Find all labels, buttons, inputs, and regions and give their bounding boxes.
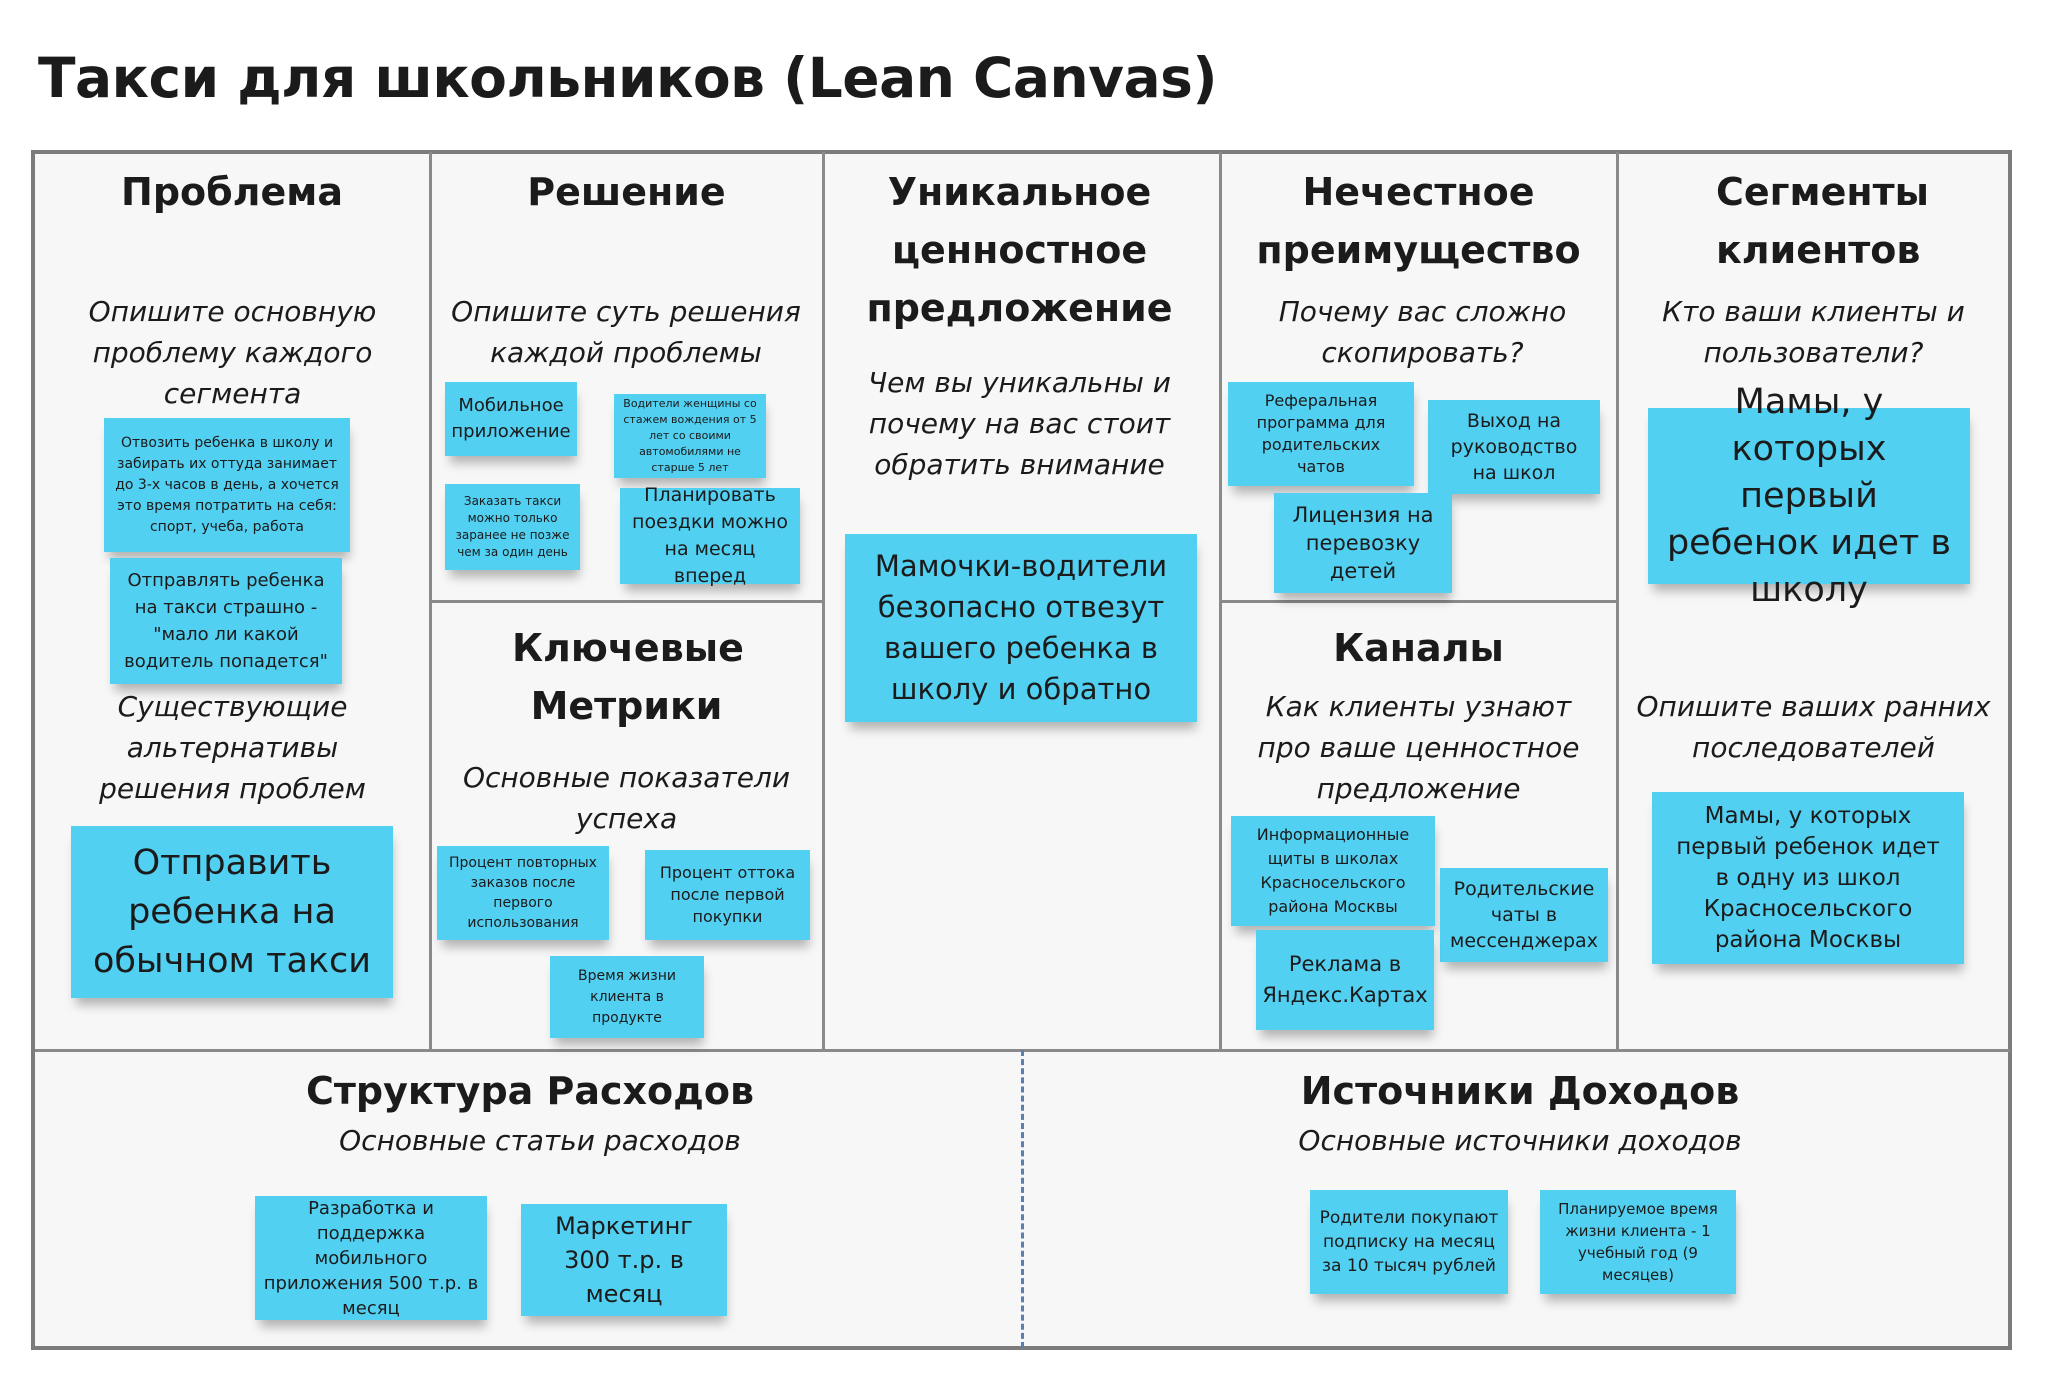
revenue-heading: Источники Доходов <box>1300 1069 1740 1113</box>
page-title: Такси для школьников (Lean Canvas) <box>38 46 1217 110</box>
solution-sticky[interactable]: Заказать такси можно только заранее не п… <box>445 484 580 570</box>
costs-sticky[interactable]: Разработка и поддержка мобильного прилож… <box>255 1196 487 1320</box>
problem-sticky[interactable]: Отвозить ребенка в школу и забирать их о… <box>104 418 350 552</box>
advantage-heading: Нечестное преимущество <box>1256 170 1581 272</box>
metrics-sticky[interactable]: Процент оттока после первой покупки <box>645 850 810 940</box>
metrics-sticky[interactable]: Время жизни клиента в продукте <box>550 956 704 1038</box>
channels-hint: Как клиенты узнают про ваше ценностное п… <box>1257 690 1580 805</box>
problem-sticky[interactable]: Отправлять ребенка на такси страшно - "м… <box>110 558 342 684</box>
solution-sticky[interactable]: Водители женщины со стажем вождения от 5… <box>614 394 766 478</box>
uvp-hint: Чем вы уникальны и почему на вас стоит о… <box>867 366 1171 481</box>
metrics-heading: Ключевые Метрики <box>512 626 744 728</box>
problem-alternative-sticky[interactable]: Отправить ребенка на обычном такси <box>71 826 393 998</box>
solution-hint: Опишите суть решения каждой проблемы <box>451 295 801 369</box>
early-adopters-hint: Опишите ваших ранних последователей <box>1636 690 1991 764</box>
channels-sticky[interactable]: Родительские чаты в мессенджерах <box>1440 868 1608 962</box>
channels-sticky[interactable]: Реклама в Яндекс.Картах <box>1256 930 1434 1030</box>
metrics-sticky[interactable]: Процент повторных заказов после первого … <box>437 846 609 940</box>
divider-problem-solution <box>429 152 432 1052</box>
revenue-sticky[interactable]: Планируемое время жизни клиента - 1 учеб… <box>1540 1190 1736 1294</box>
divider-solution-metrics <box>431 600 822 603</box>
divider-solution-uvp <box>822 152 825 1052</box>
problem-alternatives-hint: Существующие альтернативы решения пробле… <box>99 690 366 805</box>
channels-heading: Каналы <box>1333 626 1504 670</box>
costs-heading: Структура Расходов <box>305 1069 755 1113</box>
solution-heading: Решение <box>527 170 726 214</box>
metrics-hint: Основные показатели успеха <box>462 761 791 835</box>
uvp-sticky[interactable]: Мамочки-водители безопасно отвезут вашег… <box>845 534 1197 722</box>
divider-advantage-segments <box>1616 152 1619 1052</box>
solution-sticky[interactable]: Мобильное приложение <box>445 382 577 456</box>
early-adopters-sticky[interactable]: Мамы, у которых первый ребенок идет в од… <box>1652 792 1964 964</box>
solution-sticky[interactable]: Планировать поездки можно на месяц впере… <box>620 484 800 587</box>
revenue-hint: Основные источники доходов <box>1298 1124 1742 1157</box>
segments-hint: Кто ваши клиенты и пользователи? <box>1662 295 1965 369</box>
problem-hint: Опишите основную проблему каждого сегмен… <box>88 295 377 410</box>
segments-heading: Сегменты клиентов <box>1716 170 1929 272</box>
problem-heading: Проблема <box>121 170 343 214</box>
costs-hint: Основные статьи расходов <box>339 1124 741 1157</box>
divider-costs-revenue <box>1021 1050 1024 1348</box>
channels-sticky[interactable]: Информационные щиты в школах Красносельс… <box>1231 816 1435 926</box>
advantage-sticky[interactable]: Выход на руководство на школ <box>1428 400 1600 494</box>
advantage-sticky[interactable]: Реферальная программа для родительских ч… <box>1228 382 1414 486</box>
advantage-hint: Почему вас сложно скопировать? <box>1278 295 1567 369</box>
divider-advantage-channels <box>1221 600 1616 603</box>
advantage-sticky[interactable]: Лицензия на перевозку детей <box>1274 493 1452 593</box>
uvp-heading: Уникальное ценностное предложение <box>866 170 1173 330</box>
costs-sticky[interactable]: Маркетинг 300 т.р. в месяц <box>521 1204 727 1316</box>
divider-uvp-advantage <box>1219 152 1222 1052</box>
segments-sticky[interactable]: Мамы, у которых первый ребенок идет в шк… <box>1648 382 1970 610</box>
revenue-sticky[interactable]: Родители покупают подписку на месяц за 1… <box>1310 1190 1508 1294</box>
